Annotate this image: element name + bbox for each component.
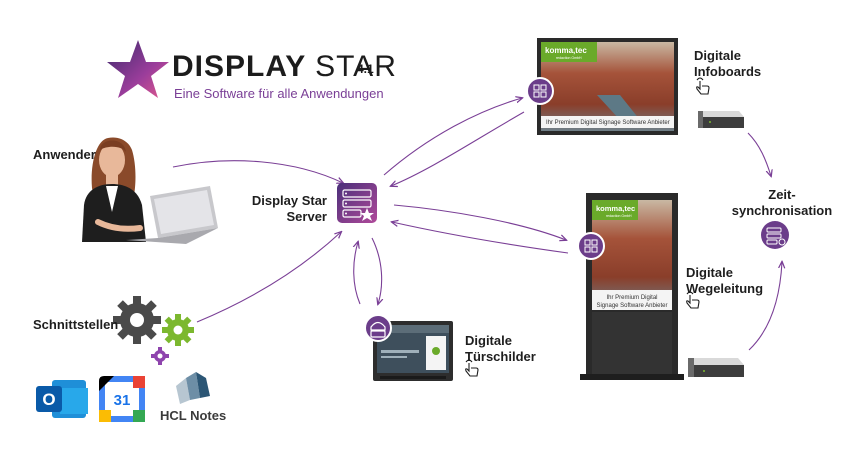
brand-version: 4.1	[357, 62, 374, 76]
label-wegeleitung-line2: Wegeleitung	[686, 281, 764, 296]
windows-icon	[526, 77, 554, 105]
label-infoboards-line1: Digitale	[694, 48, 741, 63]
label-tuerschilder: Digitale Türschilder	[465, 333, 536, 365]
stele-display: komma,tec redaction GmbH Ihr Premium Dig…	[580, 193, 684, 380]
touch-hand-icon-wegeleitung	[686, 291, 700, 309]
stele-logo: komma,tec	[596, 204, 635, 213]
label-anwender: Anwender	[33, 147, 96, 162]
media-player-icon	[698, 111, 744, 128]
label-server: Display Star Server	[252, 193, 327, 225]
android-icon	[364, 314, 392, 342]
hcl-notes-icon	[176, 372, 210, 404]
label-zeitsync: Zeit- synchronisation	[730, 187, 834, 219]
windows-icon-stele	[577, 232, 605, 260]
brand-title: DISPLAY STAR	[172, 50, 397, 84]
label-infoboards: Digitale Infoboards	[694, 48, 761, 80]
brand-title-bold: DISPLAY	[172, 50, 306, 83]
media-player-icon-bottom	[688, 358, 744, 377]
arrow-server-tuerschild	[371, 237, 382, 304]
label-infoboards-line2: Infoboards	[694, 64, 762, 79]
connections	[172, 98, 782, 351]
server-icon	[337, 183, 377, 223]
arrow-anwender-server	[172, 160, 343, 183]
stele-banner-1: Ihr Premium Digital	[606, 295, 657, 301]
arrow-tuerschild-server	[354, 242, 361, 305]
arrow-schnittstellen-server	[196, 232, 341, 323]
infoboard-logo-sub: redaction GmbH	[556, 56, 582, 60]
arrow-player-zeitsync	[747, 132, 771, 176]
label-server-line1: Display Star	[251, 193, 327, 208]
user-person-icon	[82, 137, 146, 242]
infoboard-banner: Ihr Premium Digital Signage Software Anb…	[546, 120, 670, 126]
sync-server-icon	[761, 221, 789, 249]
label-wegeleitung: Digitale Wegeleitung	[686, 265, 763, 297]
arrow-infoboard-server	[391, 111, 525, 186]
label-schnittstellen: Schnittstellen	[33, 317, 119, 332]
stele-logo-sub: redaction GmbH	[606, 214, 632, 218]
brand-title-light: STAR	[315, 50, 397, 83]
arrow-server-stele	[393, 204, 566, 240]
star-logo-icon	[107, 40, 169, 98]
touch-hand-icon	[696, 77, 710, 95]
calendar-number: 31	[114, 392, 131, 409]
arrow-stele-server	[392, 222, 569, 254]
label-server-line2: Server	[286, 209, 327, 224]
label-tuerschilder-line2: Türschilder	[465, 349, 536, 364]
arrow-player2-zeitsync	[748, 262, 782, 351]
laptop-icon	[126, 186, 218, 244]
arrow-server-infoboard	[383, 98, 522, 176]
google-calendar-icon: 31	[99, 376, 145, 422]
infoboard-logo: komma,tec	[545, 46, 587, 55]
outlook-icon: O	[36, 380, 88, 418]
brand-tagline: Eine Software für alle Anwendungen	[174, 86, 384, 101]
label-wegeleitung-line1: Digitale	[686, 265, 733, 280]
label-zeitsync-line1: Zeit-	[768, 187, 796, 202]
label-tuerschilder-line1: Digitale	[465, 333, 512, 348]
label-zeitsync-line2: synchronisation	[731, 203, 833, 218]
touch-hand-icon-tuerschilder	[465, 359, 479, 377]
label-hcl-notes: HCL Notes	[160, 408, 227, 423]
infoboard-display: komma,tec redaction GmbH Ihr Premium Dig…	[537, 38, 678, 135]
outlook-letter: O	[42, 390, 55, 409]
stele-banner-2: Signage Software Anbieter	[596, 303, 667, 309]
gears-icon	[113, 296, 194, 365]
